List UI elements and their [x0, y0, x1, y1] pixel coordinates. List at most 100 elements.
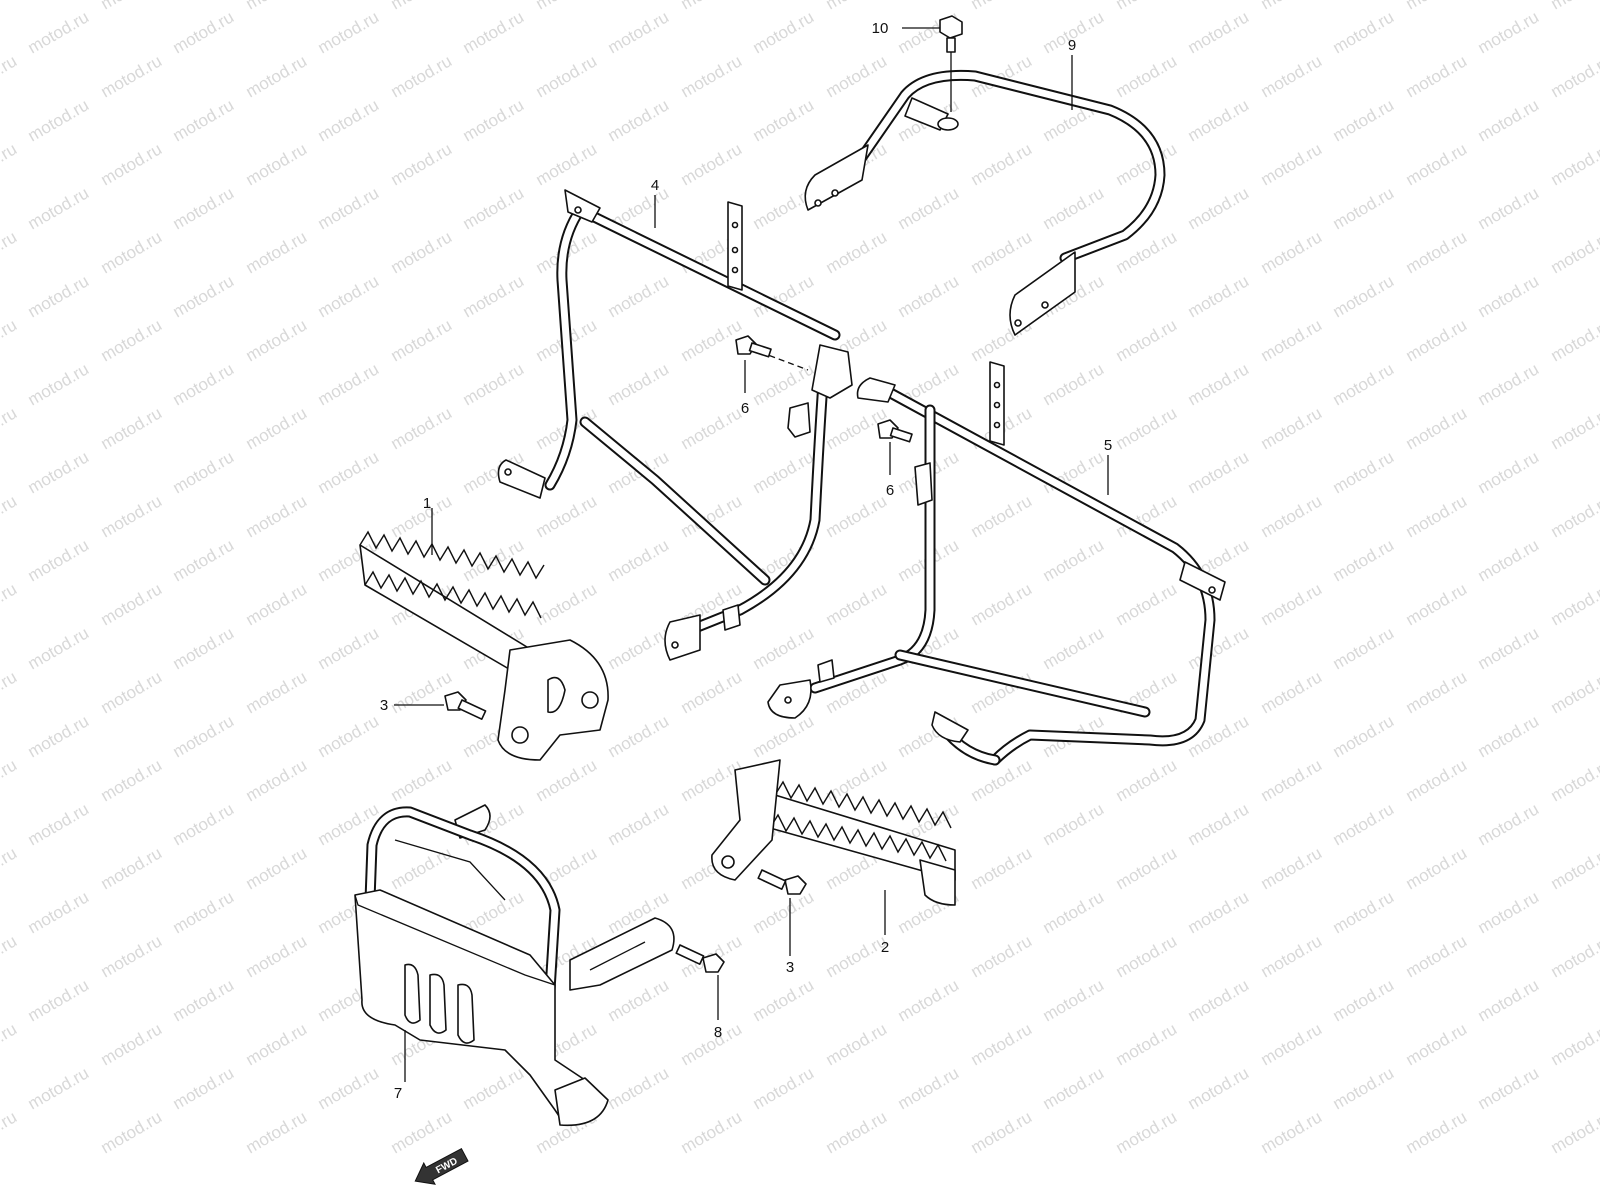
watermark-text: motod.ru: [460, 95, 528, 145]
watermark-text: motod.ru: [1258, 1019, 1326, 1069]
watermark-text: motod.ru: [315, 1063, 383, 1113]
watermark-text: motod.ru: [1113, 1107, 1181, 1157]
watermark-text: motod.ru: [1330, 799, 1398, 849]
watermark-text: motod.ru: [388, 227, 456, 277]
watermark-text: motod.ru: [1403, 315, 1471, 365]
watermark-text: motod.ru: [98, 491, 166, 541]
watermark-text: motod.ru: [0, 51, 20, 101]
watermark-text: motod.ru: [1330, 975, 1398, 1025]
watermark-text: motod.ru: [1040, 535, 1108, 585]
watermark-text: motod.ru: [1548, 0, 1600, 13]
watermark-text: motod.ru: [1475, 271, 1543, 321]
watermark-text: motod.ru: [750, 887, 818, 937]
watermark-text: motod.ru: [0, 1019, 20, 1069]
watermark-text: motod.ru: [25, 711, 93, 761]
watermark-text: motod.ru: [98, 0, 166, 13]
watermark-text: motod.ru: [968, 227, 1036, 277]
watermark-text: motod.ru: [678, 51, 746, 101]
watermark-text: motod.ru: [243, 931, 311, 981]
callout-1: 1: [423, 495, 431, 512]
watermark-text: motod.ru: [605, 975, 673, 1025]
watermark-text: motod.ru: [823, 0, 891, 13]
watermark-text: motod.ru: [678, 1019, 746, 1069]
watermark-text: motod.ru: [170, 887, 238, 937]
watermark-text: motod.ru: [750, 711, 818, 761]
watermark-text: motod.ru: [0, 403, 20, 453]
watermark-text: motod.ru: [1475, 447, 1543, 497]
watermark-text: motod.ru: [678, 403, 746, 453]
watermark-text: motod.ru: [388, 51, 456, 101]
watermark-text: motod.ru: [823, 755, 891, 805]
watermark-text: motod.ru: [170, 535, 238, 585]
watermark-text: motod.ru: [243, 51, 311, 101]
watermark-text: motod.ru: [968, 931, 1036, 981]
watermark-text: motod.ru: [0, 1107, 20, 1157]
part-6-bolt-right[interactable]: [877, 419, 913, 475]
watermark-text: motod.ru: [315, 711, 383, 761]
part-3-bolt-left[interactable]: [394, 691, 487, 720]
watermark-text: motod.ru: [1040, 359, 1108, 409]
watermark-text: motod.ru: [1548, 667, 1600, 717]
watermark-text: motod.ru: [750, 447, 818, 497]
watermark-text: motod.ru: [823, 1019, 891, 1069]
leader-lines: [404, 27, 1109, 1082]
part-1-left-footrest[interactable]: [359, 530, 609, 761]
watermark-text: motod.ru: [1330, 887, 1398, 937]
fwd-label: FWD: [434, 1156, 459, 1176]
watermark-text: motod.ru: [605, 359, 673, 409]
part-5-right-frame[interactable]: [767, 361, 1226, 766]
watermark-text: motod.ru: [0, 579, 20, 629]
watermark-text: motod.ru: [98, 1019, 166, 1069]
watermark-text: motod.ru: [1330, 447, 1398, 497]
watermark-text: motod.ru: [1113, 931, 1181, 981]
watermark-text: motod.ru: [1258, 51, 1326, 101]
watermark-text: motod.ru: [1403, 667, 1471, 717]
watermark-text: motod.ru: [1475, 1063, 1543, 1113]
watermark-text: motod.ru: [315, 95, 383, 145]
watermark-text: motod.ru: [98, 931, 166, 981]
watermark-text: motod.ru: [243, 315, 311, 365]
watermark-text: motod.ru: [1113, 403, 1181, 453]
part-3-bolt-right[interactable]: [757, 869, 807, 956]
part-8-bolt[interactable]: [675, 944, 725, 1020]
watermark-text: motod.ru: [533, 579, 601, 629]
watermark-text: motod.ru: [1185, 887, 1253, 937]
watermark-text: motod.ru: [388, 755, 456, 805]
part-2-right-footrest[interactable]: [711, 759, 956, 906]
watermark-text: motod.ru: [1548, 931, 1600, 981]
watermark-text: motod.ru: [1185, 7, 1253, 57]
part-6-bolt-left[interactable]: [735, 335, 772, 393]
watermark-text: motod.ru: [388, 667, 456, 717]
part-4-left-frame[interactable]: [497, 189, 853, 661]
watermark-text: motod.ru: [243, 227, 311, 277]
watermark-text: motod.ru: [1185, 1063, 1253, 1113]
watermark-text: motod.ru: [243, 403, 311, 453]
watermark-text: motod.ru: [533, 755, 601, 805]
watermark-text: motod.ru: [25, 975, 93, 1025]
watermark-text: motod.ru: [25, 799, 93, 849]
watermark-text: motod.ru: [823, 491, 891, 541]
watermark-text: motod.ru: [25, 7, 93, 57]
watermark-text: motod.ru: [315, 623, 383, 673]
watermark-text: motod.ru: [1185, 623, 1253, 673]
watermark-text: motod.ru: [1475, 887, 1543, 937]
watermark-text: motod.ru: [1548, 315, 1600, 365]
watermark-text: motod.ru: [0, 315, 20, 365]
callout-3: 3: [380, 697, 388, 714]
watermark-text: motod.ru: [25, 447, 93, 497]
watermark-text: motod.ru: [460, 183, 528, 233]
watermark-text: motod.ru: [605, 535, 673, 585]
watermark-text: motod.ru: [1113, 843, 1181, 893]
watermark-text: motod.ru: [1403, 227, 1471, 277]
part-7-engine-guard[interactable]: [354, 804, 675, 1127]
watermark-text: motod.ru: [243, 755, 311, 805]
watermark-text: motod.ru: [1403, 0, 1471, 13]
watermark-text: motod.ru: [1258, 843, 1326, 893]
part-10-bolt[interactable]: [939, 15, 963, 112]
watermark-text: motod.ru: [170, 1063, 238, 1113]
watermark-text: motod.ru: [1475, 7, 1543, 57]
part-9-grab-bar[interactable]: [804, 69, 1166, 336]
watermark-text: motod.ru: [98, 1107, 166, 1157]
watermark-text: motod.ru: [315, 447, 383, 497]
watermark-text: motod.ru: [1185, 447, 1253, 497]
